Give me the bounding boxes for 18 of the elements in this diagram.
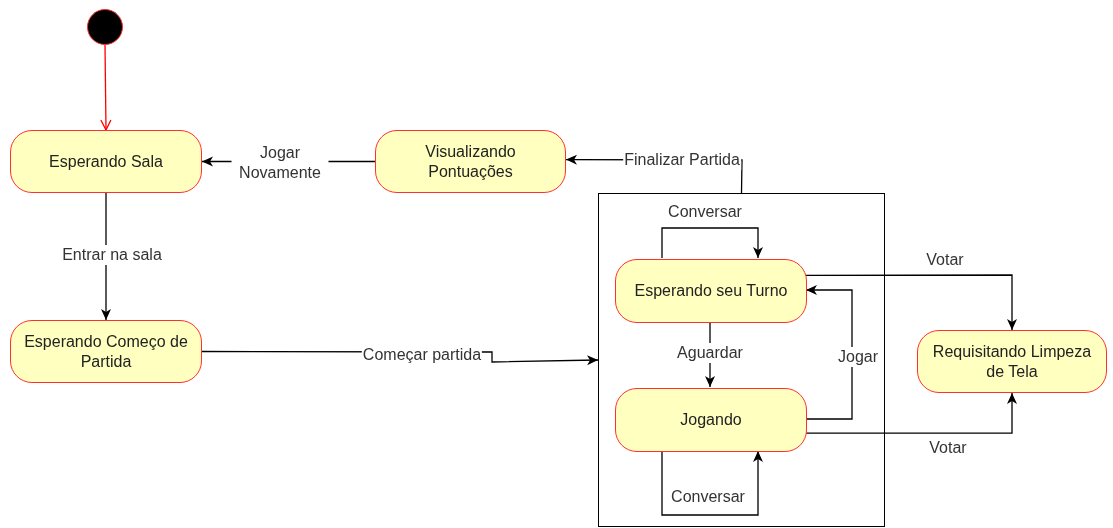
initial-state-dot <box>87 9 123 45</box>
edge-label: Começar partida <box>361 345 483 365</box>
state-box: Jogando <box>615 388 807 452</box>
state-box: Esperando Começo de Partida <box>10 320 202 383</box>
edge-label: Aguardar <box>676 343 744 363</box>
transition-arrow <box>100 44 112 131</box>
edge-label: Entrar na sala <box>61 245 163 265</box>
transition-arrow <box>805 274 1017 331</box>
state-box: Visualizando Pontuações <box>375 130 566 193</box>
state-box: Requisitando Limpeza de Tela <box>917 330 1107 393</box>
state-box: Esperando seu Turno <box>615 259 807 323</box>
transition-arrow <box>661 227 763 259</box>
transition-arrow <box>805 285 853 420</box>
composite-state-frame <box>598 193 885 527</box>
state-box: Esperando Sala <box>10 130 202 193</box>
transition-arrow <box>661 450 763 516</box>
edge-label: Jogar <box>837 347 879 367</box>
transition-arrow <box>805 392 1017 434</box>
